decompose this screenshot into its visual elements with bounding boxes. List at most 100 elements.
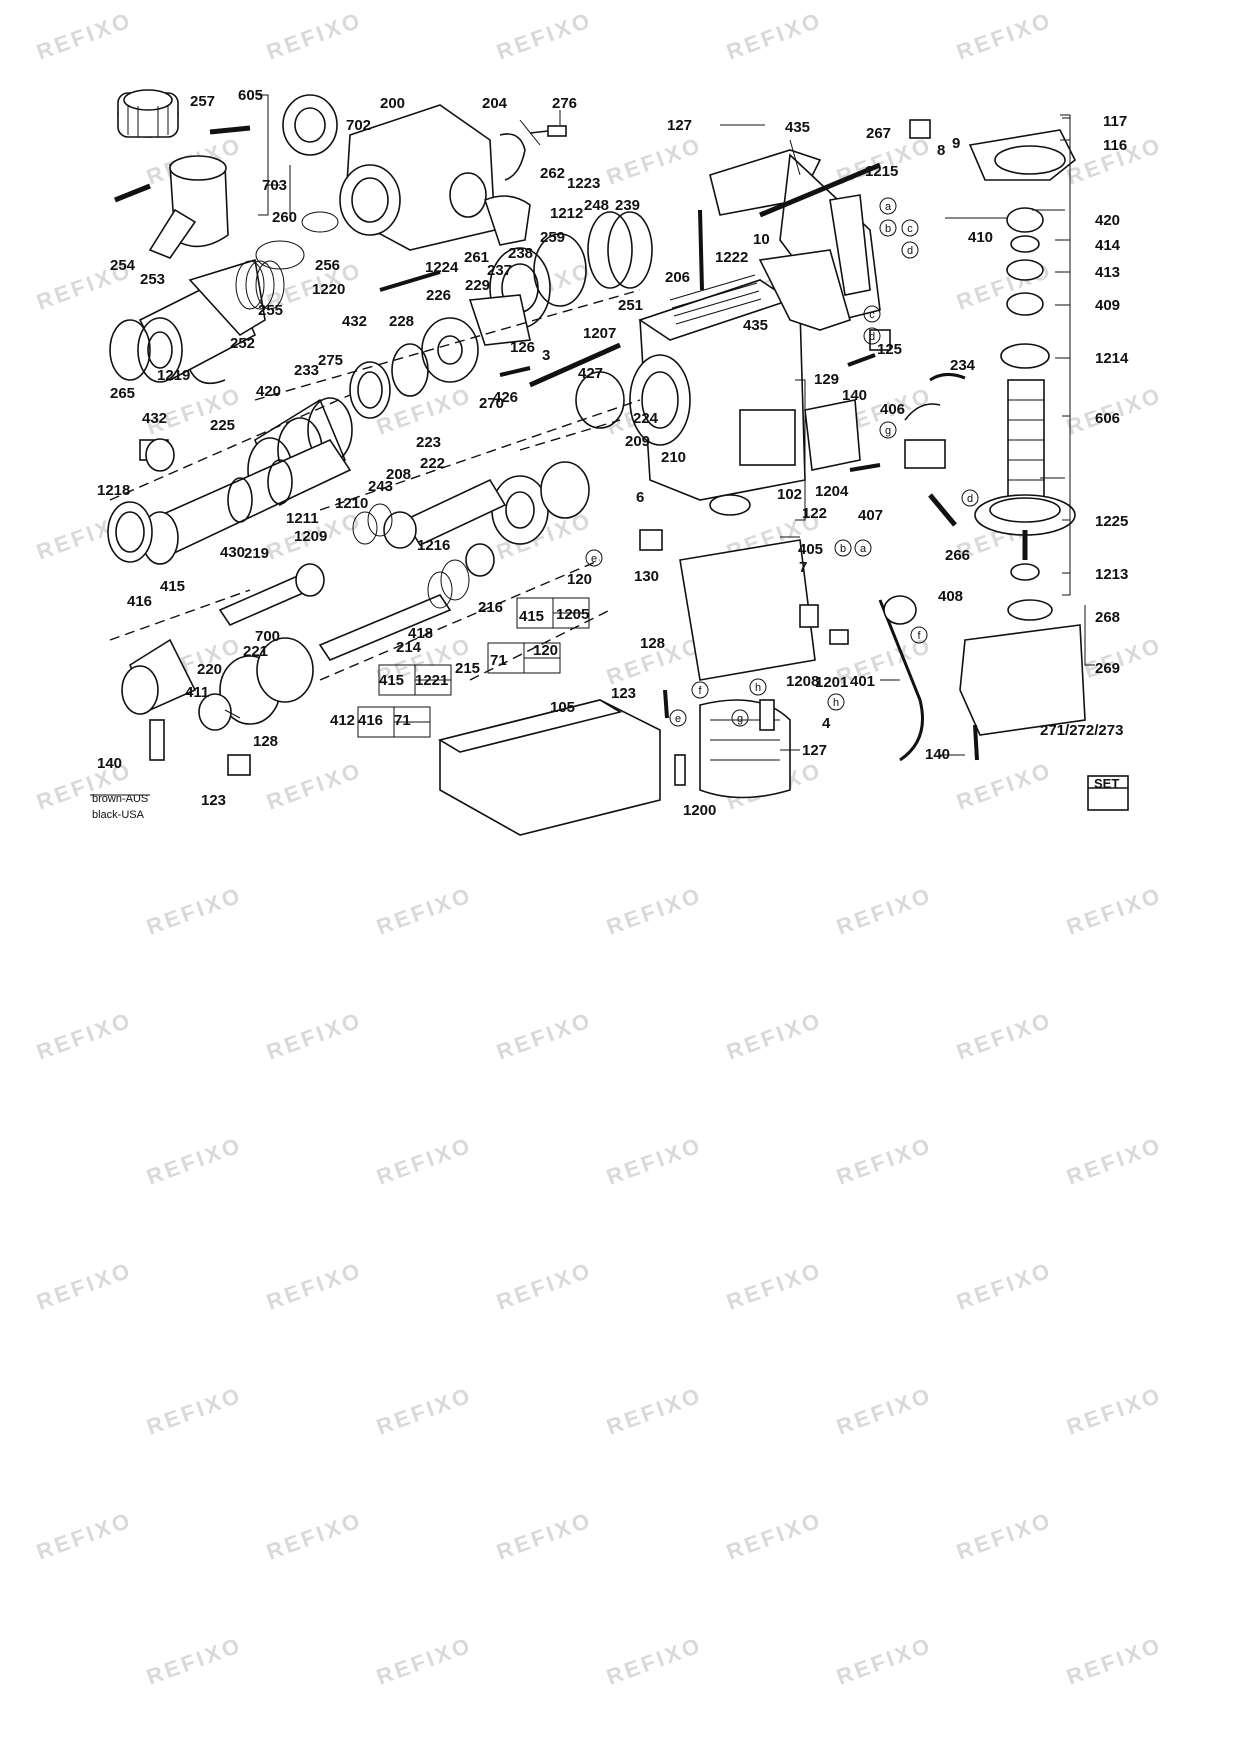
svg-text:f: f [917,630,921,642]
part-label: 435 [743,317,768,334]
part-label: 220 [197,661,222,678]
part-label: 432 [142,410,167,427]
svg-text:g: g [737,713,743,725]
part-label: 415 [519,608,544,625]
watermark-text: REFIXO [603,1382,705,1440]
part-label: 415 [379,672,404,689]
part-label: 606 [1095,410,1120,427]
svg-text:d: d [967,493,973,505]
tool-holder-part [137,258,266,383]
part-label: 410 [968,229,993,246]
svg-text:h: h [755,682,761,694]
part-label: 415 [160,578,185,595]
part-label: 1209 [294,528,327,545]
part-label: 1224 [425,259,459,276]
part-label: 127 [667,117,692,134]
watermark-text: REFIXO [373,1132,475,1190]
watermark-text: REFIXO [33,1507,135,1565]
part-label: 216 [478,599,503,616]
part-label: 1214 [1095,350,1129,367]
part-label: 408 [938,588,963,605]
legend: brown-AUS black-USA SET [90,776,1119,821]
watermark-text: REFIXO [33,1257,135,1315]
part-label: 140 [925,746,950,763]
part-label: 229 [465,277,490,294]
part-label: 251 [618,297,643,314]
part-label: 116 [1103,137,1127,154]
watermark-text: REFIXO [373,1632,475,1690]
assembly-dash-lines [109,289,641,681]
part-label: 409 [1095,297,1120,314]
watermark-text: REFIXO [603,132,705,190]
gear-housing-part [339,104,496,251]
part-label: 214 [396,639,422,656]
part-label: 430 [220,544,245,561]
part-label: 256 [315,257,340,274]
watermark-text: REFIXO [1063,882,1165,940]
part-label: 128 [253,733,278,750]
reference-letter: c [863,305,881,323]
part-label: 259 [540,229,565,246]
part-label: 71 [490,652,507,669]
watermark-text: REFIXO [833,1132,935,1190]
part-label: 117 [1103,113,1127,130]
svg-text:e: e [591,553,597,565]
part-label: 420 [256,383,281,400]
part-label: 8 [937,142,945,159]
part-label: 237 [487,262,512,279]
svg-text:b: b [885,223,891,235]
svg-text:d: d [869,331,875,343]
reference-letter: g [731,709,749,727]
watermark-text: REFIXO [953,1007,1055,1065]
svg-text:h: h [833,697,839,709]
part-label: 702 [346,117,371,134]
reference-letter: f [910,626,928,644]
part-label: 269 [1095,660,1120,677]
part-label: 254 [110,257,136,274]
part-label: 219 [244,545,269,562]
part-label: 1201 [815,674,848,691]
reference-letter: c [901,219,919,237]
part-label: 102 [777,486,802,503]
part-label: 1211 [286,510,319,527]
part-label: 416 [358,712,383,729]
svg-text:a: a [860,543,867,555]
side-handle-part [148,155,229,259]
watermark-text: REFIXO [603,1632,705,1690]
part-label: 234 [950,357,976,374]
watermark-text: REFIXO [723,1507,825,1565]
wire-legend-brown: brown-AUS [92,793,148,805]
svg-text:g: g [885,425,891,437]
part-label: 605 [238,87,263,104]
part-label: 412 [330,712,355,729]
part-label: 267 [866,125,891,142]
watermark-text: REFIXO [953,1507,1055,1565]
part-label: 261 [464,249,489,266]
part-label: 9 [952,135,960,152]
part-label: 204 [482,95,508,112]
part-label: 6 [636,489,644,506]
reference-letter: a [854,539,872,557]
part-label: 255 [258,302,283,319]
reference-letter: d [863,327,881,345]
part-label: 122 [802,505,827,522]
watermark-text: REFIXO [373,1382,475,1440]
part-label: 253 [140,271,165,288]
armature-part [974,379,1076,581]
part-label: 223 [416,434,441,451]
part-label: 123 [201,792,226,809]
part-label: 226 [426,287,451,304]
part-label: 1204 [815,483,849,500]
part-label: 265 [110,385,135,402]
part-label: 129 [814,371,839,388]
chuck-part [117,89,179,138]
part-label: 128 [640,635,665,652]
part-label: 225 [210,417,235,434]
reference-letter: h [827,693,845,711]
parts-artwork [107,89,1129,836]
part-label: 130 [634,568,659,585]
watermark-text: REFIXO [603,882,705,940]
part-label: 1210 [335,495,368,512]
part-label: 140 [842,387,867,404]
